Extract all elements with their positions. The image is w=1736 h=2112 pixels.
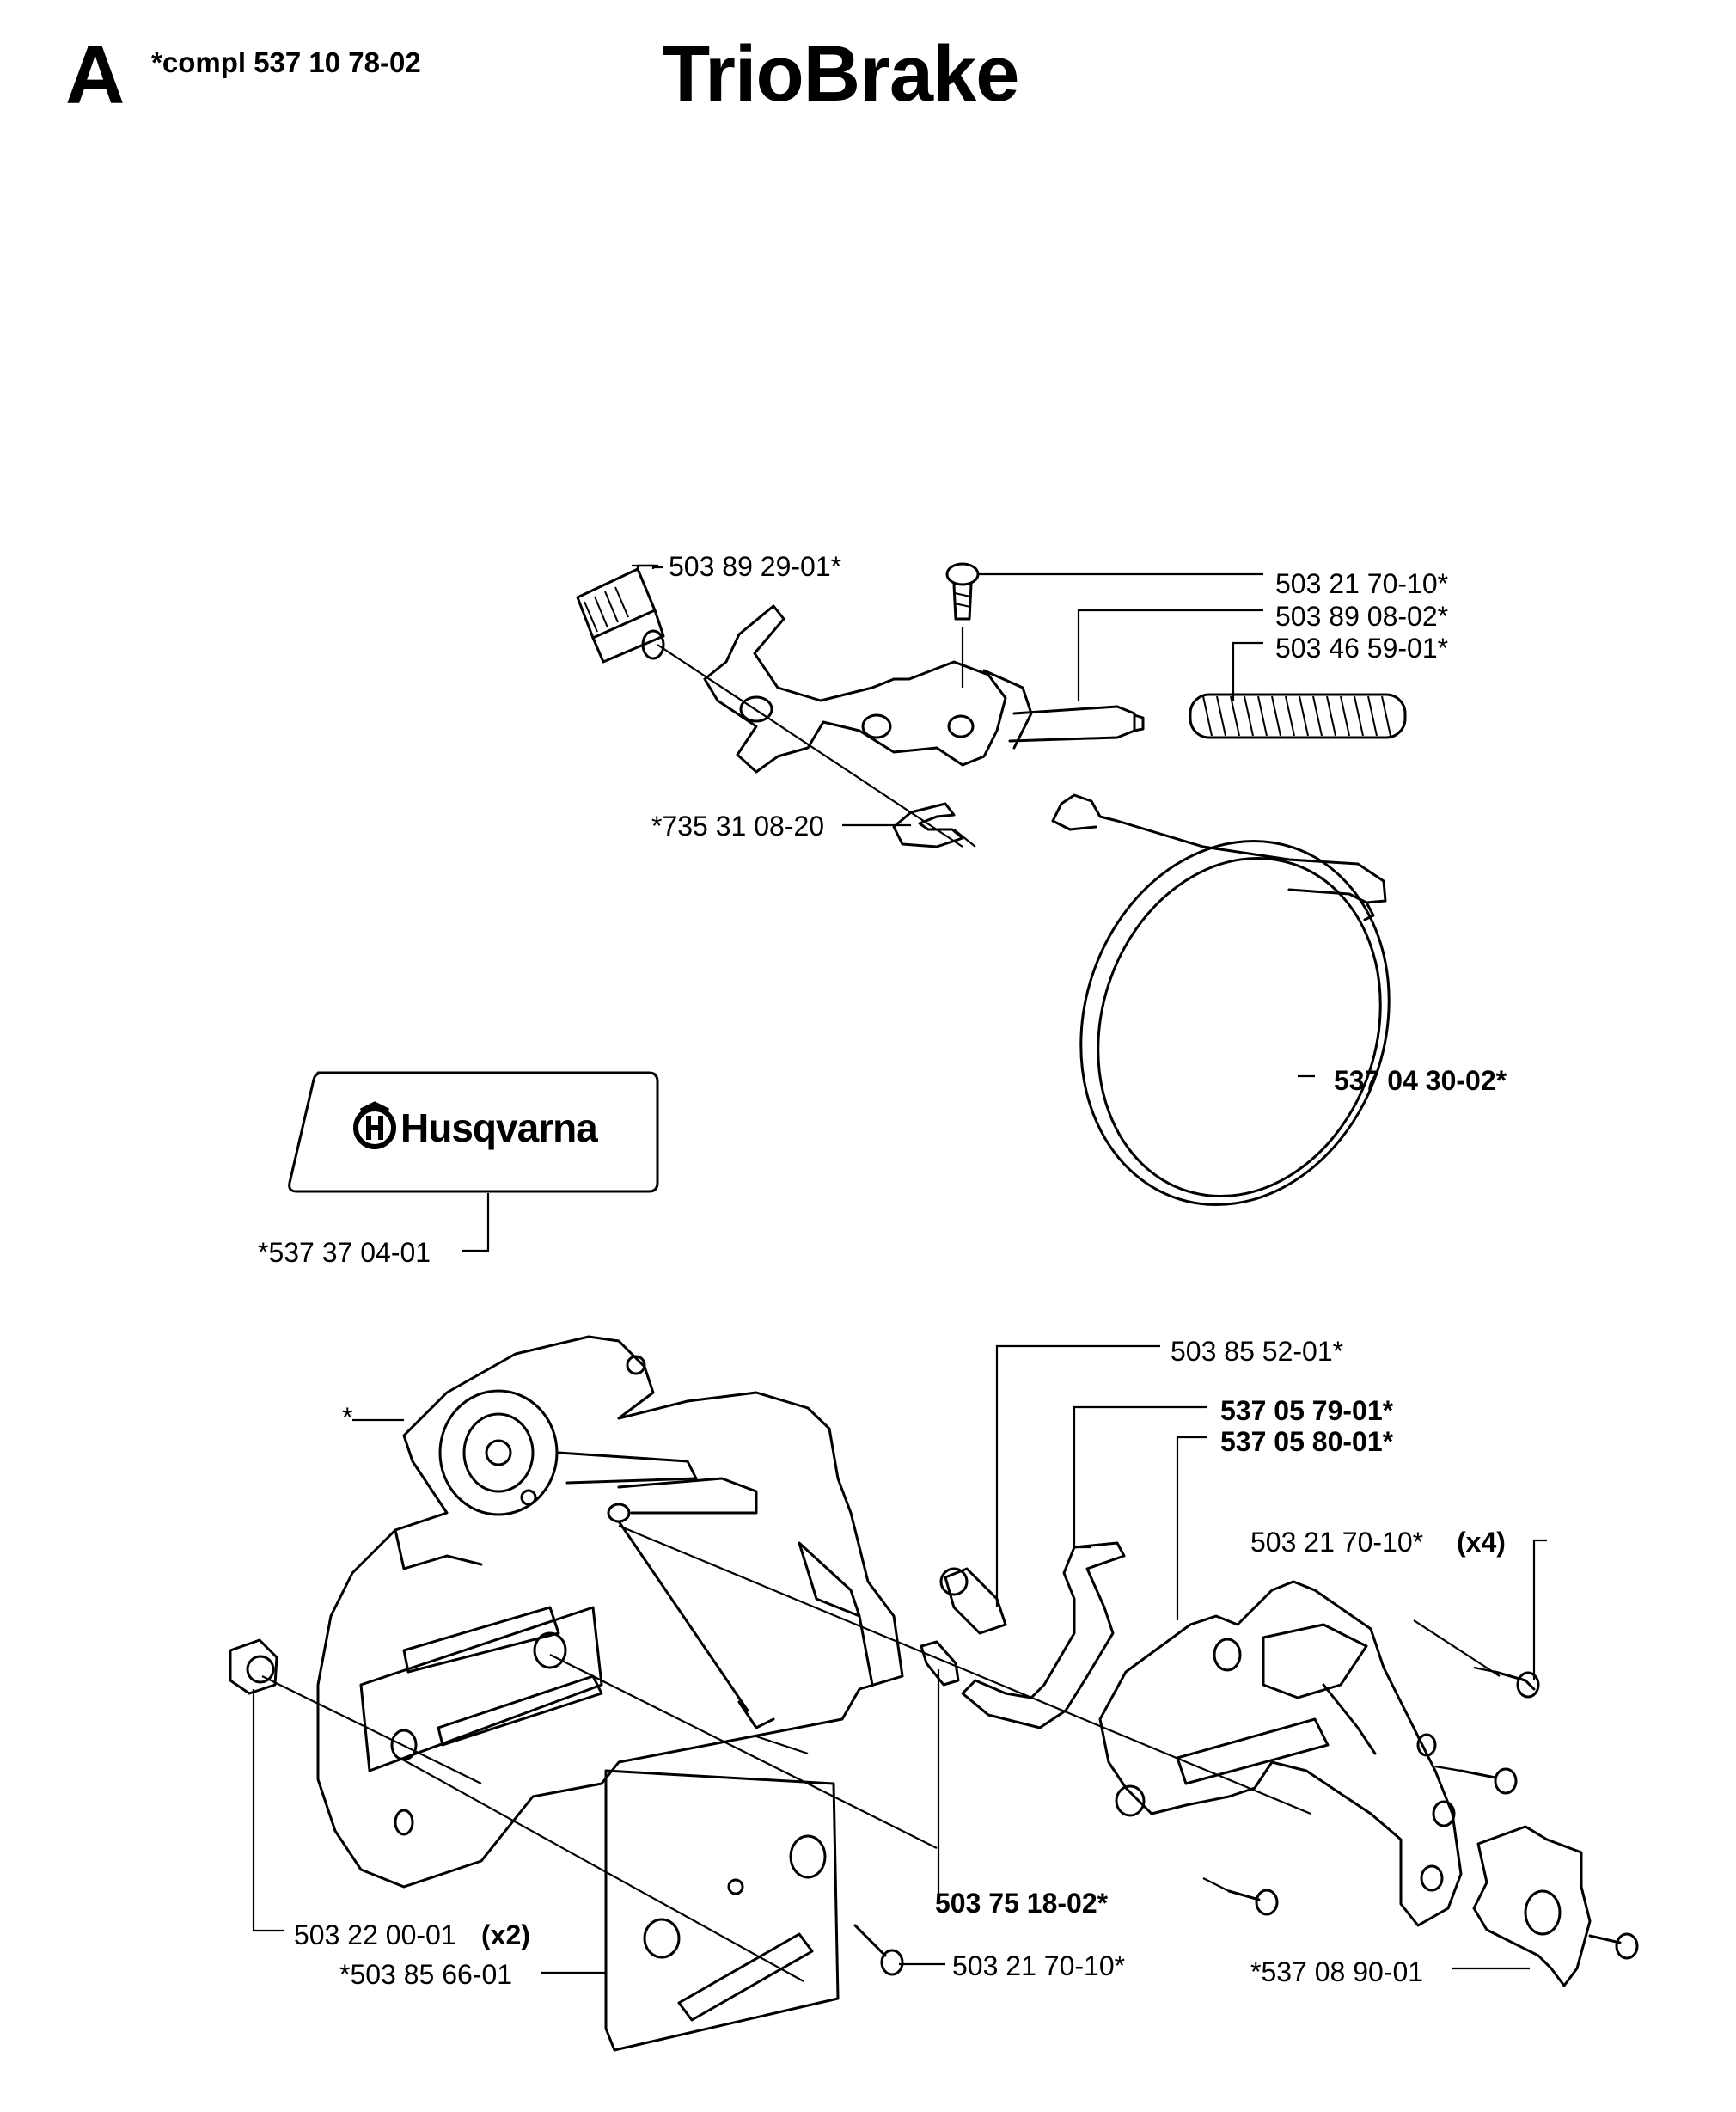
label-nut-qty: (x2): [481, 1919, 530, 1950]
bushing-part: [939, 1567, 1007, 1635]
label-screw-x4-qty: (x4): [1457, 1527, 1506, 1558]
label-brake-band: 537 04 30-02*: [1334, 1065, 1507, 1096]
housing-screw-1: [1494, 1670, 1540, 1699]
label-spring: 503 46 59-01*: [1275, 633, 1448, 664]
label-cover-star: *: [342, 1402, 352, 1433]
clutch-cover-part: [316, 1335, 904, 1889]
logo-decal-part: Husqvarna: [288, 1071, 659, 1193]
label-plate: *503 85 66-01: [339, 1959, 512, 1990]
label-bushing: 503 85 52-01*: [1171, 1336, 1343, 1367]
flange-nut-part: [229, 1638, 278, 1695]
label-clip: *735 31 08-20: [651, 811, 824, 842]
label-screw-bottom: 503 21 70-10*: [952, 1950, 1125, 1981]
brake-housing-part: [1098, 1580, 1463, 1927]
page-title: TrioBrake: [662, 30, 1019, 118]
end-block-part: [1472, 1825, 1592, 1987]
housing-screw-2: [1459, 1767, 1518, 1795]
block-screw: [1588, 1932, 1639, 1960]
complete-assembly-number: *compl 537 10 78-02: [151, 46, 421, 78]
guide-plate-part: [604, 1769, 840, 2052]
top-screw-part: [945, 562, 980, 621]
label-nut: 503 22 00-01: [294, 1919, 456, 1950]
brake-band-part: [1051, 793, 1391, 1207]
label-screw-x4: 503 21 70-10*: [1250, 1527, 1423, 1558]
pin-part: [920, 1640, 960, 1687]
spring-part: [1189, 693, 1407, 739]
bracket-part: [961, 1541, 1126, 1729]
label-handle-knob: 503 89 29-01*: [669, 551, 841, 582]
brake-lever-part: [703, 604, 1033, 774]
label-decal: *537 37 04-01: [258, 1237, 431, 1268]
logo-text: Husqvarna: [400, 1105, 598, 1150]
label-bracket-1: 537 05 79-01*: [1220, 1395, 1394, 1426]
section-letter: A: [65, 29, 125, 121]
label-screw-top: 503 21 70-10*: [1275, 568, 1448, 599]
husqvarna-crown-icon: [353, 1101, 396, 1149]
housing-screw-3: [1227, 1889, 1279, 1916]
label-bracket-2: 537 05 80-01*: [1220, 1426, 1394, 1457]
label-pin: 503 75 18-02*: [935, 1888, 1109, 1919]
plate-screw: [853, 1924, 904, 1976]
label-block: *537 08 90-01: [1250, 1956, 1423, 1987]
pin-axis: [549, 1654, 938, 1849]
nut-axis: [261, 1675, 482, 1784]
clip-axis: [953, 829, 976, 848]
plate-axis: [399, 1757, 804, 1982]
label-rod: 503 89 08-02*: [1275, 601, 1448, 632]
cover-axis-2: [755, 1735, 809, 1755]
rod-part: [1008, 705, 1145, 743]
cover-axis-1: [618, 1524, 1311, 1815]
handle-knob-part: [576, 567, 665, 664]
